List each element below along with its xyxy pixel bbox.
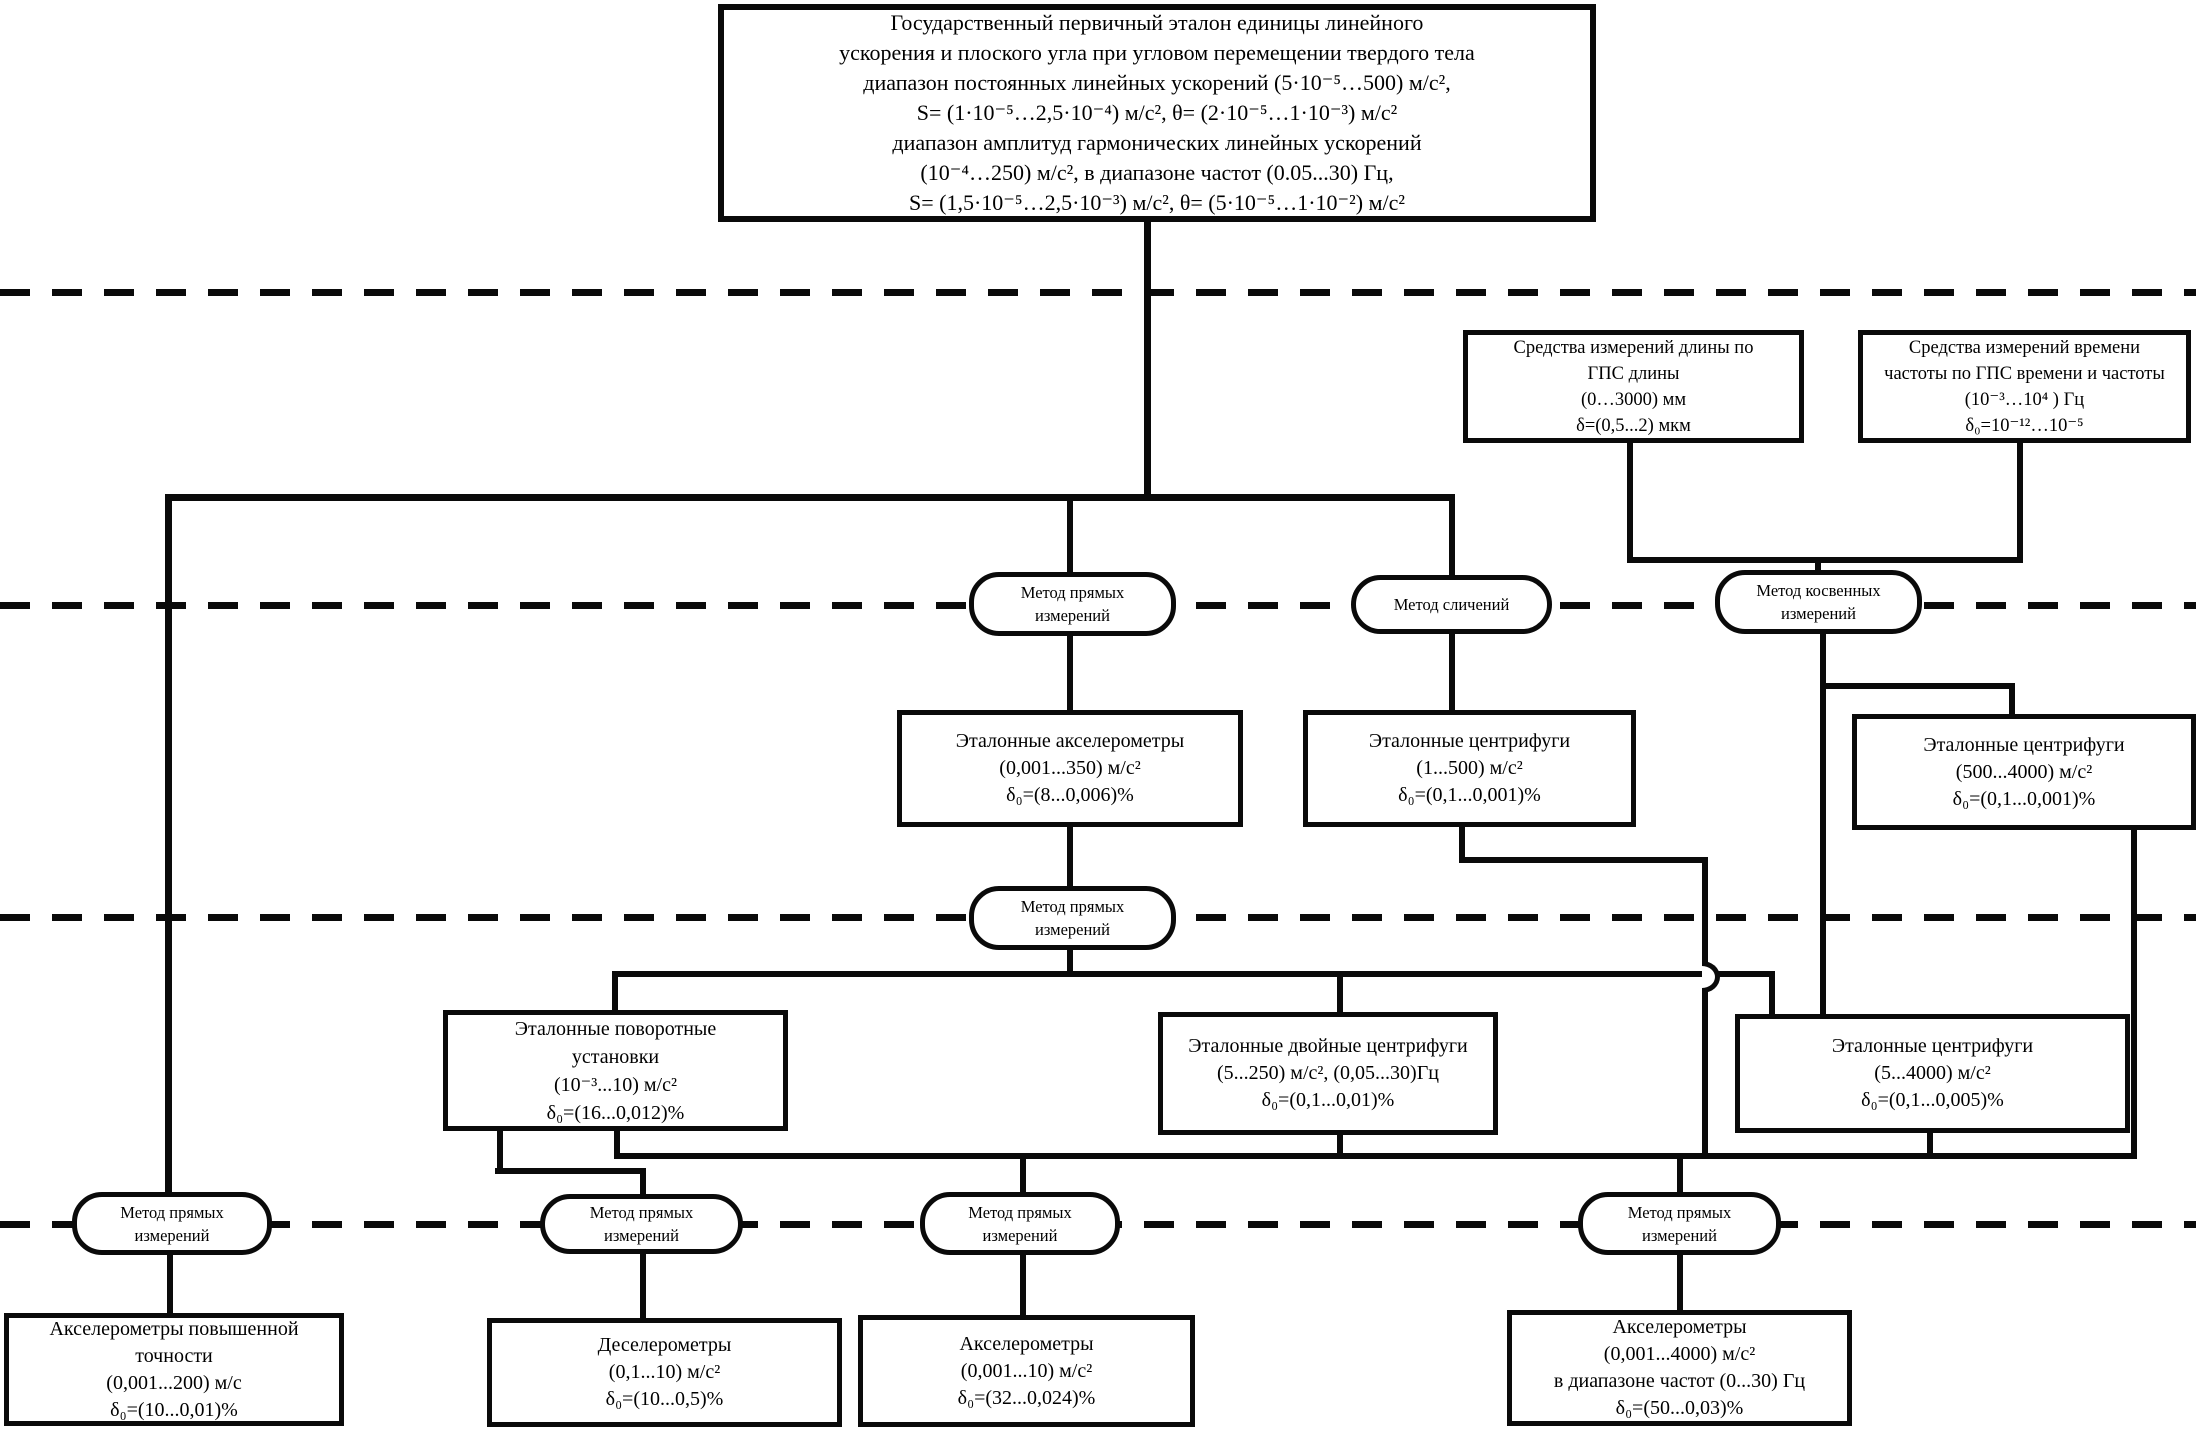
connector [1702,857,1708,963]
connector [1815,560,1821,574]
connector [1449,633,1455,712]
connector [614,1153,2135,1159]
connector [1627,443,1633,563]
line-hop-arc [1702,961,1720,993]
oval-method-direct-row3: Метод прямых измерений [969,886,1176,950]
connector [1144,222,1151,500]
connector [1769,971,1775,1016]
connector [1449,497,1455,577]
node-reference-accelerometers: Эталонные акселерометры (0,001...350) м/… [897,710,1243,827]
connector [165,494,1455,501]
connector [1337,1133,1343,1159]
connector [640,1252,646,1320]
connector [2017,443,2023,563]
node-reference-centrifuges-5-4000: Эталонные центрифуги (5...4000) м/с² δ₀=… [1735,1014,2130,1133]
node-reference-centrifuges-1-500: Эталонные центрифуги (1...500) м/с² δ₀=(… [1303,710,1636,827]
node-accelerometers-0-001-10: Акселерометры (0,001...10) м/с² δ₀=(32..… [858,1315,1195,1427]
connector [1459,825,1465,863]
connector [612,971,618,1012]
connector [2131,828,2137,1159]
oval-method-direct-bottom-2: Метод прямых измерений [540,1194,743,1254]
oval-method-indirect: Метод косвенных измерений [1715,570,1922,634]
node-si-time-frequency: Средства измерений времени частоты по ГП… [1858,330,2191,443]
oval-method-direct-bottom-3: Метод прямых измерений [920,1192,1120,1255]
connector [495,1168,646,1174]
node-decelerometers: Деселерометры (0,1...10) м/с² δ₀=(10...0… [487,1318,842,1427]
node-accelerometers-0-001-4000: Акселерометры (0,001...4000) м/с² в диап… [1507,1310,1852,1426]
connector [165,494,172,1194]
connector [2009,683,2015,716]
node-reference-double-centrifuges: Эталонные двойные центрифуги (5...250) м… [1158,1012,1498,1135]
oval-method-direct-bottom-1: Метод прямых измерений [72,1192,272,1255]
connector [1459,857,1708,863]
node-reference-centrifuges-500-4000: Эталонные центрифуги (500...4000) м/с² δ… [1852,714,2196,830]
connector [1677,1254,1683,1312]
node-si-length: Средства измерений длины по ГПС длины (0… [1463,330,1804,443]
connector [1820,683,2015,689]
connector [1020,1153,1026,1194]
connector [1067,825,1073,888]
connector [1820,634,1826,1016]
connector [1337,971,1343,1014]
connector [1067,634,1073,712]
oval-method-direct-bottom-4: Метод прямых измерений [1578,1192,1781,1255]
connector [1927,1131,1933,1159]
oval-method-direct-row2: Метод прямых измерений [969,572,1176,636]
connector [614,1128,620,1157]
oval-method-comparison: Метод сличений [1351,575,1552,634]
connector [612,971,1775,977]
connector [1702,991,1708,1159]
node-accelerometers-high-precision: Акселерометры повышенной точности (0,001… [4,1313,344,1426]
connector [497,1128,503,1172]
node-top-primary-standard: Государственный первичный эталон единицы… [718,4,1596,222]
connector [1677,1153,1683,1194]
connector [1067,948,1073,976]
connector [1067,497,1073,575]
connector [167,1254,173,1315]
connector [640,1168,646,1194]
connector [1020,1254,1026,1317]
dashed-separator-1 [0,289,2196,296]
connector [1627,557,2023,563]
node-reference-rotary-units: Эталонные поворотные установки (10⁻³...1… [443,1010,788,1131]
